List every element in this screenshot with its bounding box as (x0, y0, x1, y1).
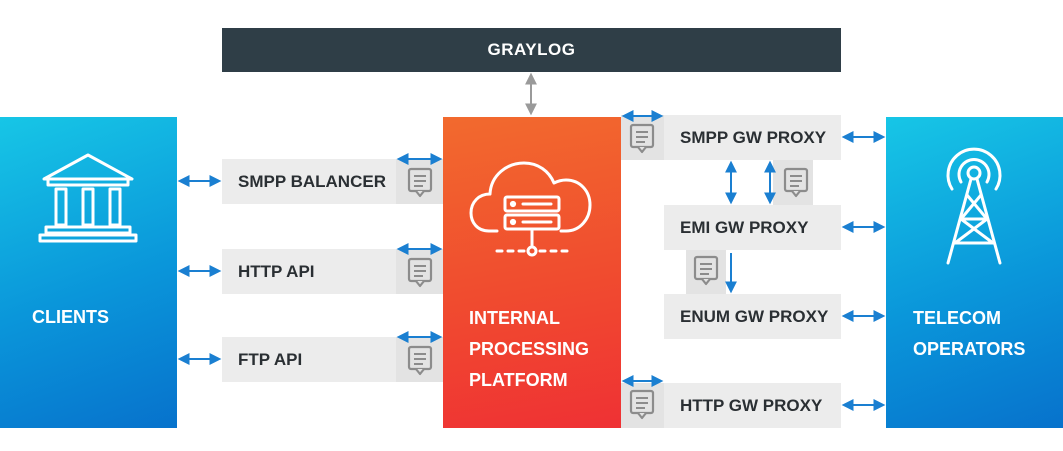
cloud-server-icon (469, 161, 592, 257)
graylog-label: GRAYLOG (487, 40, 576, 59)
message-icon (407, 167, 433, 198)
message-icon (407, 345, 433, 376)
telecom-panel: TELECOM OPERATORS (886, 117, 1063, 428)
ftp-api-label: FTP API (238, 349, 303, 369)
message-icon (629, 389, 655, 420)
smpp-balancer-label: SMPP BALANCER (238, 171, 386, 191)
message-icon (693, 255, 719, 286)
platform-label-line3: PLATFORM (469, 370, 568, 390)
platform-panel: INTERNAL PROCESSING PLATFORM (443, 117, 621, 428)
message-icon (629, 123, 655, 154)
graylog-bar: GRAYLOG (222, 28, 841, 72)
emi-gw-proxy-box: EMI GW PROXY (664, 205, 841, 250)
http-gw-proxy-box: HTTP GW PROXY (664, 383, 841, 428)
emi-gw-proxy-label: EMI GW PROXY (680, 217, 809, 237)
smpp-gw-proxy-label: SMPP GW PROXY (680, 127, 827, 147)
message-icon (783, 167, 809, 198)
telecom-label: TELECOM OPERATORS (913, 303, 1025, 365)
enum-gw-proxy-box: ENUM GW PROXY (664, 294, 841, 339)
telecom-label-line2: OPERATORS (913, 339, 1026, 359)
platform-label: INTERNAL PROCESSING PLATFORM (469, 303, 589, 396)
message-icon (407, 257, 433, 288)
smpp-balancer-box: SMPP BALANCER (222, 159, 396, 204)
clients-label: CLIENTS (32, 307, 110, 327)
radio-tower-icon (946, 147, 1002, 265)
clients-panel: CLIENTS (0, 117, 177, 428)
smpp-gw-proxy-box: SMPP GW PROXY (664, 115, 841, 160)
ftp-api-box: FTP API (222, 337, 396, 382)
platform-label-line1: INTERNAL (469, 308, 560, 328)
http-gw-proxy-label: HTTP GW PROXY (680, 395, 823, 415)
bank-icon (38, 153, 138, 243)
telecom-label-line1: TELECOM (913, 308, 1001, 328)
http-api-box: HTTP API (222, 249, 396, 294)
platform-label-line2: PROCESSING (469, 339, 590, 359)
http-api-label: HTTP API (238, 261, 315, 281)
enum-gw-proxy-label: ENUM GW PROXY (680, 306, 829, 326)
